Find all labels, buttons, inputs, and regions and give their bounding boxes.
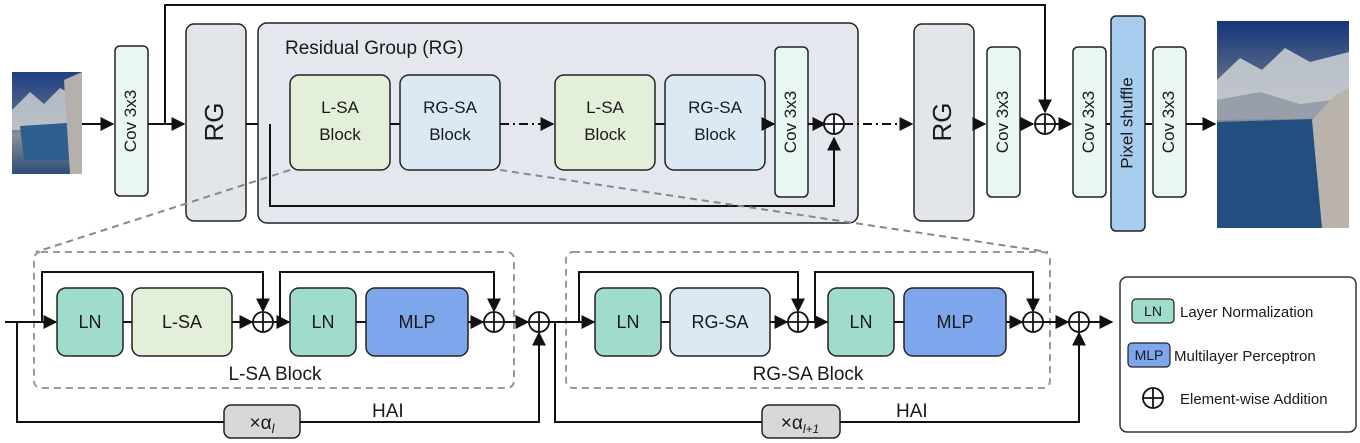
rgsa-skip-2 <box>814 271 1040 322</box>
hai-addition-1-icon <box>528 311 550 333</box>
residual-group-title: Residual Group (RG) <box>285 38 463 59</box>
lsa-block-caption: L-SA Block <box>229 364 322 385</box>
hai-scale-2-label: ×αl+1 <box>781 413 819 436</box>
conv-out-label: Cov 3x3 <box>1159 91 1178 153</box>
conv-in-label: Cov 3x3 <box>121 90 140 152</box>
hai-path-2-return <box>840 331 1086 423</box>
lsa-block-2-label-1: L-SA <box>586 98 624 117</box>
group-skip-connection <box>269 124 841 207</box>
rgsa-block-detail-container <box>565 251 1051 389</box>
legend-mlp-swatch <box>1127 342 1171 368</box>
legend-ln-key: LN <box>1144 303 1162 319</box>
legend-ln-label: Layer Normalization <box>1180 304 1313 321</box>
rgsa-ln2-label: LN <box>849 312 872 332</box>
lsa-block-label-2: Block <box>319 125 361 144</box>
rgsa-block-caption: RG-SA Block <box>753 364 864 385</box>
legend-mlp-label: Multilayer Perceptron <box>1174 348 1316 365</box>
lsa-addition-2-icon <box>483 311 505 333</box>
rgsa-mlp-label: MLP <box>936 312 973 332</box>
output-image <box>1217 21 1349 228</box>
conv-out-block <box>1152 46 1187 198</box>
legend-box <box>1119 276 1357 433</box>
conv-up-block <box>1072 46 1107 198</box>
hai-addition-2-icon <box>1068 311 1090 333</box>
rgsa-block-2-label-1: RG-SA <box>688 98 743 117</box>
rgsa-attention-label: RG-SA <box>691 312 748 332</box>
lsa-attention-label: L-SA <box>162 312 202 332</box>
lsa-ln1-label: LN <box>78 312 101 332</box>
rg-first-block <box>185 23 247 222</box>
conv-in-block <box>114 45 149 197</box>
conv-up-label: Cov 3x3 <box>1079 91 1098 153</box>
lsa-block-2-label-2: Block <box>584 125 626 144</box>
global-skip-connection <box>164 4 1052 124</box>
lsa-block-2 <box>554 74 656 171</box>
rgsa-block-2 <box>664 74 766 171</box>
hai-label-1: HAI <box>372 401 404 422</box>
conv-after-rg-label: Cov 3x3 <box>993 91 1012 153</box>
rg-first-label: RG <box>199 103 229 142</box>
legend-addition-icon <box>1142 387 1164 409</box>
input-image <box>12 72 82 174</box>
hai-label-2: HAI <box>896 401 928 422</box>
lsa-skip-2 <box>279 271 501 322</box>
rgsa-ln1-label: LN <box>616 312 639 332</box>
lsa-addition-1-icon <box>252 311 274 333</box>
lsa-skip-1 <box>41 271 270 322</box>
zoom-guide-right <box>499 169 1049 253</box>
rgsa-block-label-2: Block <box>429 125 471 144</box>
hai-path-1 <box>16 322 224 423</box>
rgsa-addition-2-icon <box>1022 311 1044 333</box>
lsa-block-detail-container <box>33 251 515 389</box>
rgsa-skip-1 <box>578 271 805 322</box>
lsa-mlp-label: MLP <box>398 312 435 332</box>
conv-in-group-block <box>774 46 809 198</box>
lsa-block-label-1: L-SA <box>321 98 359 117</box>
group-addition-icon <box>823 113 845 135</box>
pixel-shuffle-label: Pixel shuffle <box>1117 77 1136 168</box>
rg-last-label: RG <box>927 103 957 142</box>
rgsa-block-2-label-2: Block <box>694 125 736 144</box>
lsa-block <box>289 74 391 171</box>
hai-scale-1-label: ×αl <box>250 413 276 436</box>
hai-path-1-return <box>300 331 546 423</box>
hai-path-2 <box>554 322 762 423</box>
global-addition-icon <box>1034 113 1056 135</box>
legend-addition-label: Element-wise Addition <box>1180 391 1328 408</box>
rgsa-addition-1-icon <box>787 311 809 333</box>
zoom-guide-left <box>35 169 291 253</box>
rgsa-block-label-1: RG-SA <box>423 98 478 117</box>
conv-after-rg-block <box>986 46 1021 198</box>
rgsa-block <box>399 74 501 171</box>
conv-in-group-label: Cov 3x3 <box>781 91 800 153</box>
legend-mlp-key: MLP <box>1135 347 1164 363</box>
legend-ln-swatch <box>1131 298 1175 324</box>
lsa-ln2-label: LN <box>311 312 334 332</box>
